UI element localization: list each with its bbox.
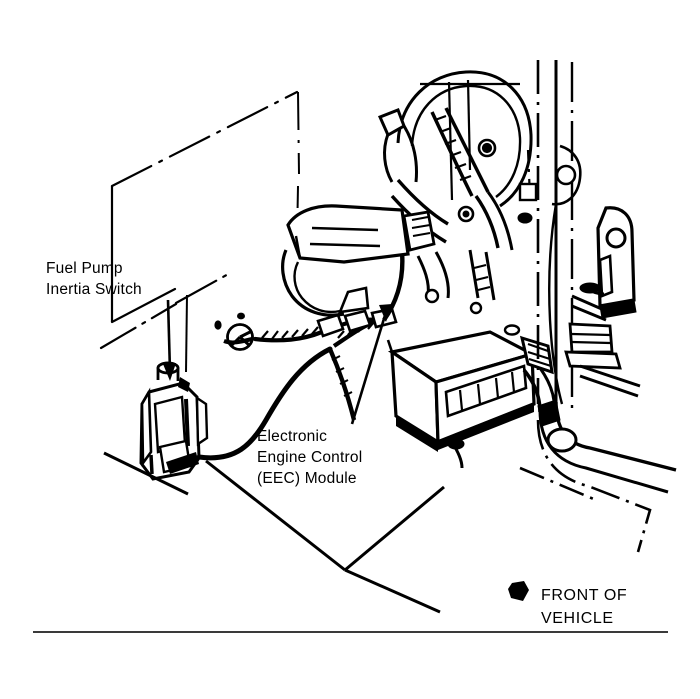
body-pillar	[517, 60, 582, 410]
eec-label-line2: Engine Control	[257, 449, 362, 466]
pedal-mount-block	[281, 204, 436, 317]
eec-label-line1: Electronic	[257, 428, 327, 445]
eec-leader-line	[350, 311, 388, 425]
fuel-pump-label-line1: Fuel Pump	[46, 260, 123, 277]
front-of-vehicle-line2: VEHICLE	[541, 610, 614, 627]
eec-mounting-bolts	[386, 324, 521, 469]
inertia-switch-body	[139, 381, 209, 481]
front-of-vehicle-line1: FRONT OF	[541, 587, 627, 604]
wiring-harness	[196, 251, 405, 461]
callout-fuel-pump-inertia-switch: Fuel Pump Inertia Switch	[46, 260, 176, 381]
pedal-support-bracket	[377, 107, 490, 197]
front-of-vehicle-callout: FRONT OF VEHICLE	[508, 581, 627, 627]
inertia-switch-bracket	[166, 452, 199, 474]
floor-pan-outline	[103, 451, 445, 614]
front-of-vehicle-marker-icon	[508, 581, 529, 601]
eec-leader-arrowhead	[379, 304, 392, 322]
fuel-pump-leader-arrowhead	[163, 363, 176, 381]
eec-label-line3: (EEC) Module	[257, 470, 357, 487]
fuel-pump-leader-line	[166, 299, 172, 373]
firewall-fasteners	[214, 312, 245, 330]
pillar-bracket	[564, 206, 641, 398]
callout-eec-module: Electronic Engine Control (EEC) Module	[257, 304, 392, 487]
steering-column-shroud	[396, 70, 533, 208]
pedal-lower-linkage	[416, 249, 496, 315]
fuel-pump-label-line2: Inertia Switch	[46, 281, 142, 298]
firewall-panel	[99, 90, 299, 350]
floor-sill	[519, 401, 677, 553]
firewall-grommet	[226, 323, 254, 351]
